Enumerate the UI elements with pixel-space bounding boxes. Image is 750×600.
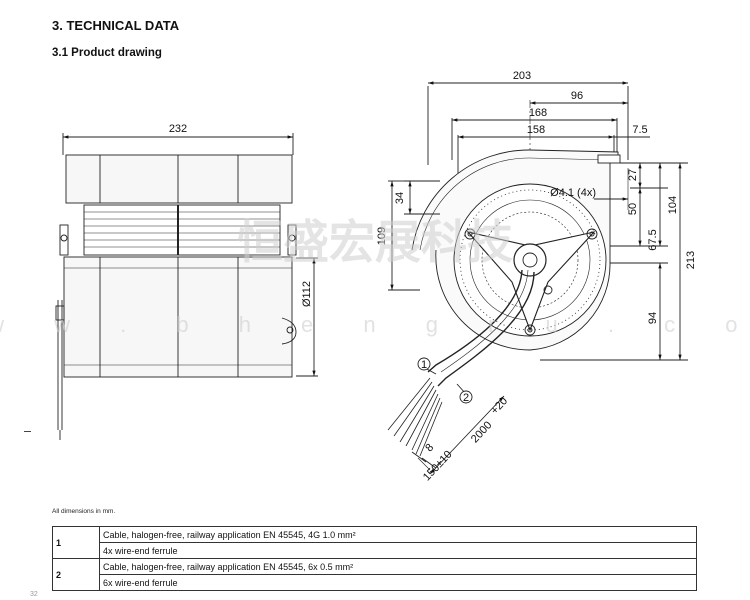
dim-50: 50 [627,203,639,215]
table-row: 2 Cable, halogen-free, railway applicati… [52,558,697,591]
section-title: 3. TECHNICAL DATA [52,18,180,33]
page-mark: 32 [30,591,38,598]
dim-104: 104 [667,196,679,214]
legend-desc: Cable, halogen-free, railway application… [99,526,697,543]
legend-desc: 6x wire-end ferrule [99,574,697,591]
watermark-url: w w w . b h e n g r u . c o m [0,312,750,337]
dim-158: 158 [527,124,545,136]
balloon-2-label: 2 [463,392,469,404]
dim-8: 8 [423,442,436,455]
side-view [55,133,318,440]
dim-34: 34 [394,192,406,204]
dim-cable-tolerance: +20 [489,395,511,417]
legend-table: 1 Cable, halogen-free, railway applicati… [52,526,697,591]
dim-diameter-112: Ø112 [301,281,313,307]
product-drawing: 232 Ø112 [0,70,750,483]
legend-desc: Cable, halogen-free, railway application… [99,558,697,575]
legend-num: 1 [52,526,100,559]
table-row: 4x wire-end ferrule [53,542,697,559]
dim-67-5: 67.5 [647,229,659,250]
dim-213: 213 [685,251,697,269]
balloon-1-label: 1 [421,359,427,371]
table-row: 6x wire-end ferrule [53,574,697,591]
legend-desc: 4x wire-end ferrule [99,542,697,559]
dim-cable-length: 2000 [469,419,494,445]
dim-7-5: 7.5 [632,124,647,136]
dim-168: 168 [529,107,547,119]
dimensions-note: All dimensions in mm. [52,508,116,515]
margin-dash [24,431,31,432]
dim-232: 232 [169,123,187,135]
table-row: 1 Cable, halogen-free, railway applicati… [52,526,697,559]
dim-96: 96 [571,90,583,102]
watermark-cn: 恒盛宏展科技 [237,216,513,268]
balloon-2 [459,390,473,404]
legend-num: 2 [52,558,100,591]
dim-109: 109 [376,227,388,245]
subsection-title: 3.1 Product drawing [52,47,162,59]
dim-hole-4-1: Ø4.1 (4x) [550,187,596,199]
front-view [387,81,688,475]
dim-94: 94 [647,312,659,324]
dim-27: 27 [627,169,639,181]
balloon-1 [417,357,431,371]
dim-203: 203 [513,70,531,82]
